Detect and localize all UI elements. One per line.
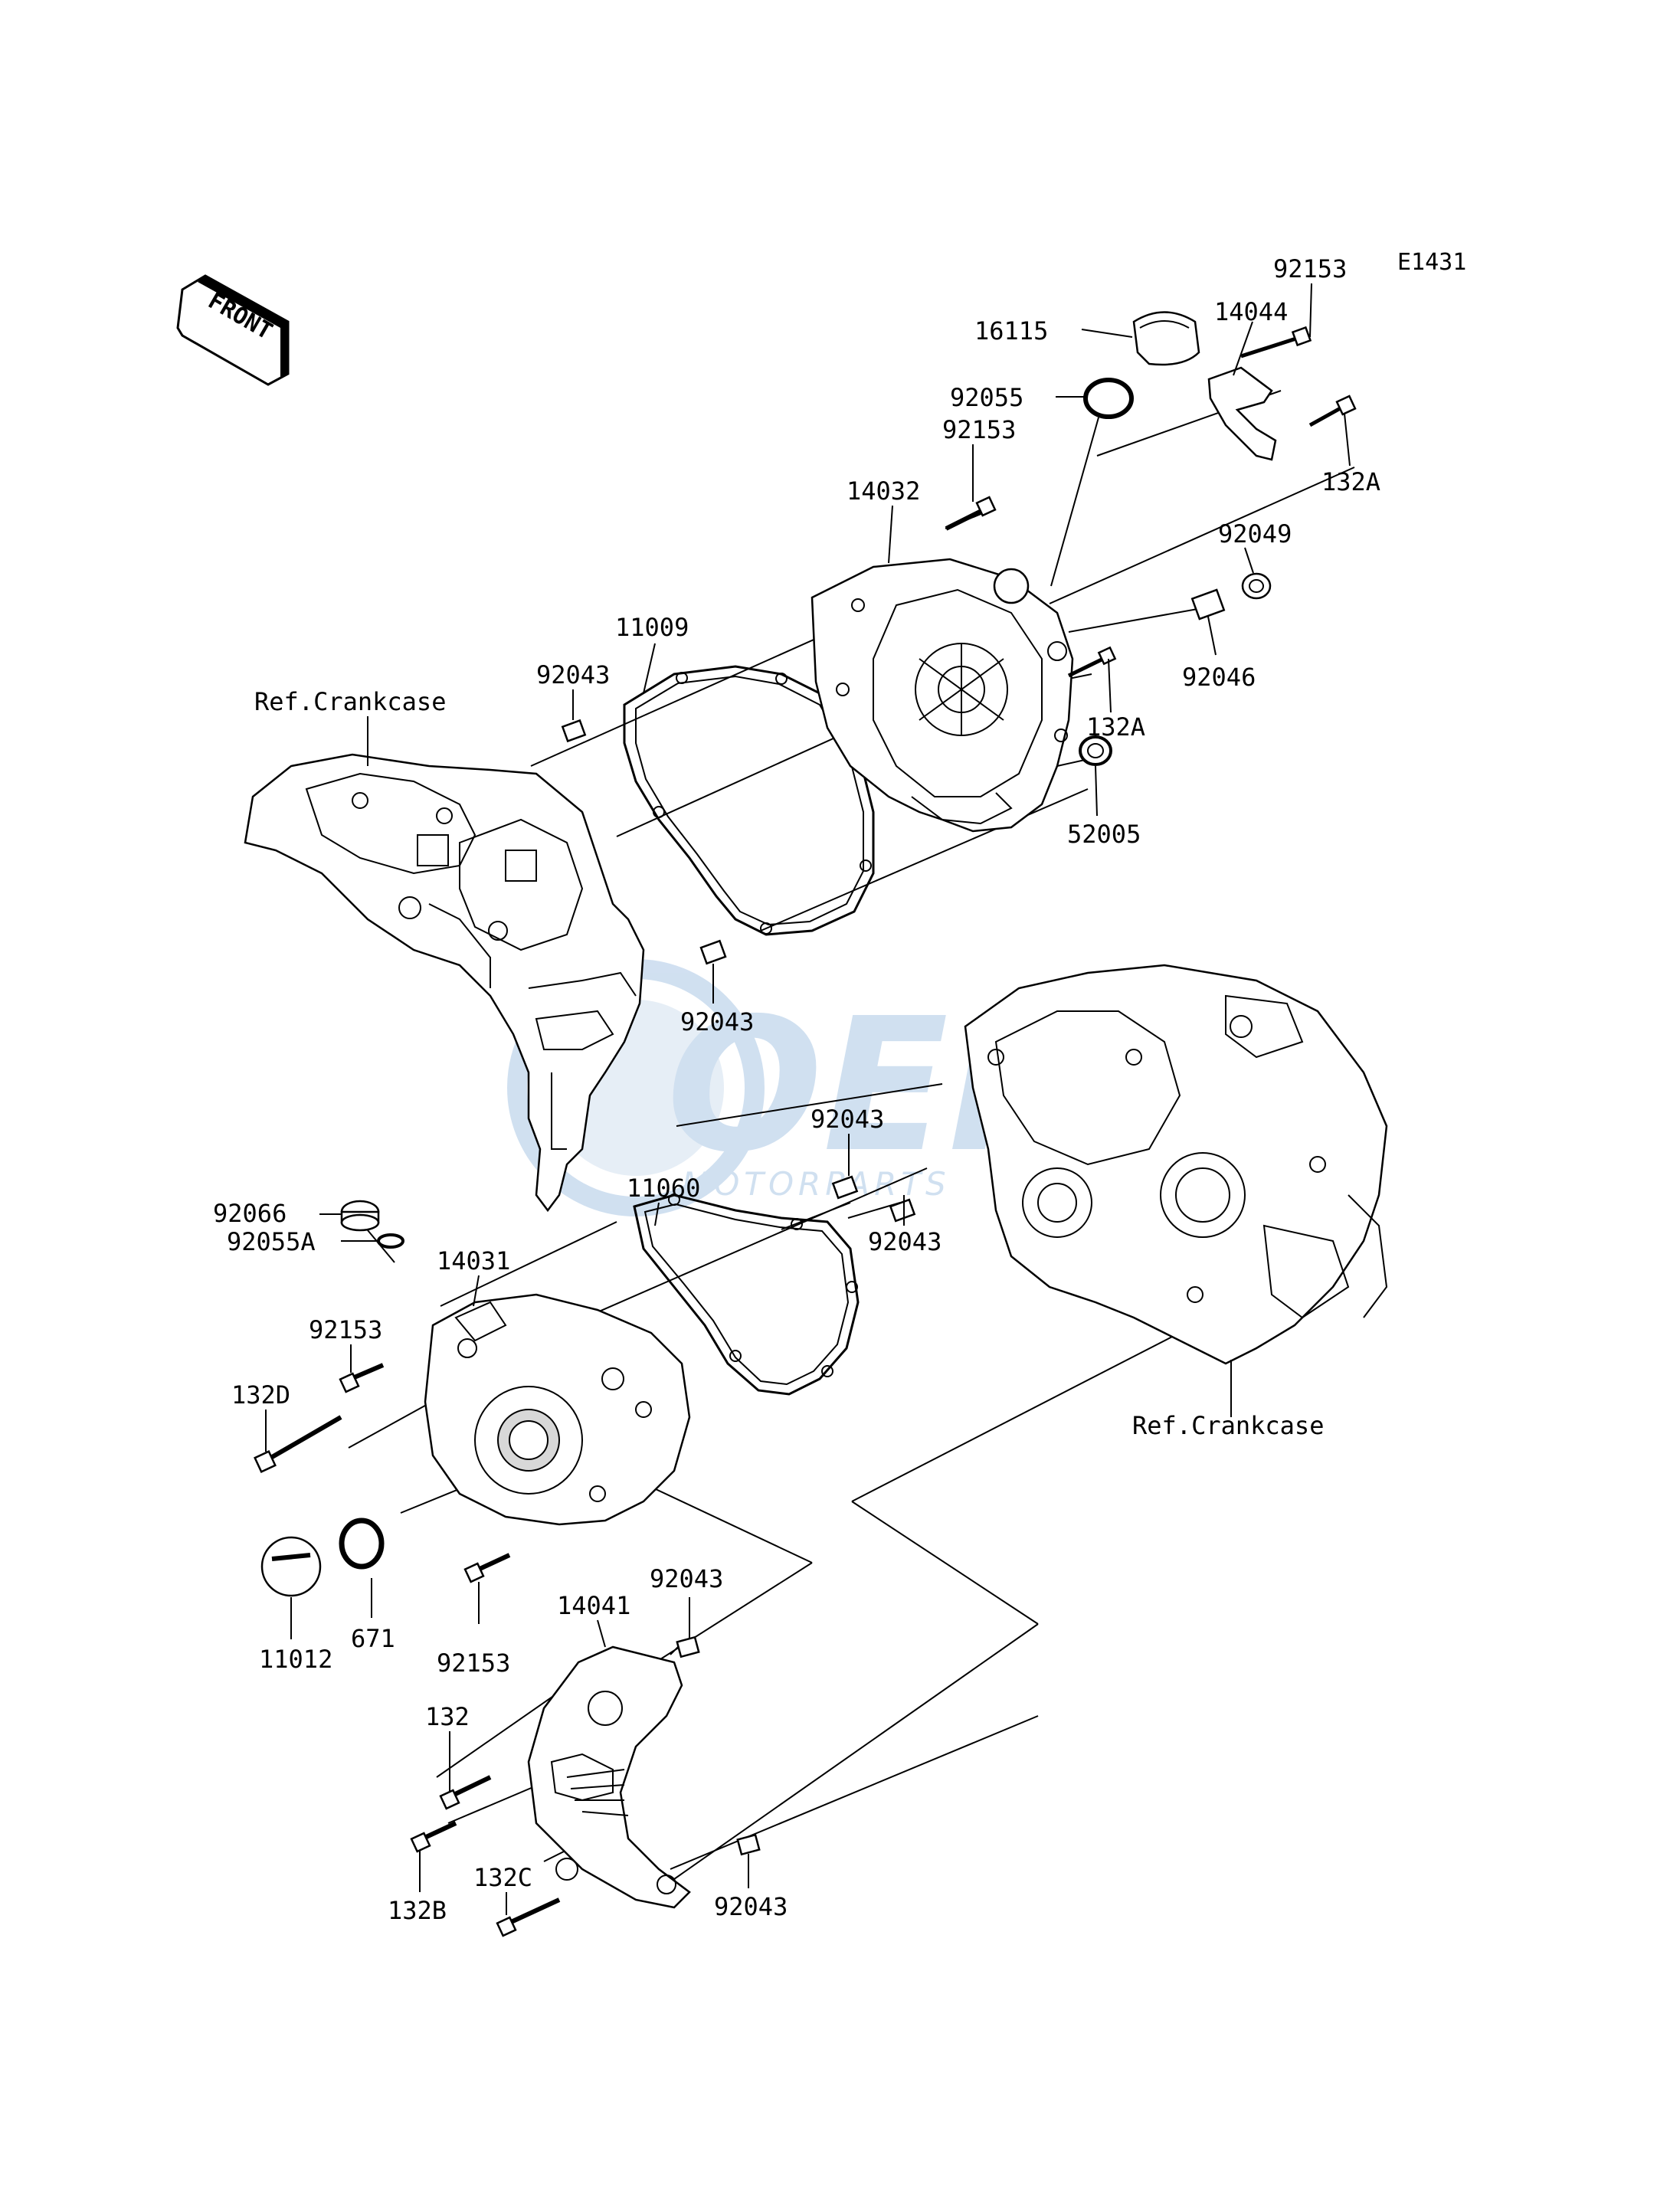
- bolt-92153-b: [945, 496, 997, 531]
- label-132C: 132C: [473, 1863, 532, 1892]
- label-14044: 14044: [1214, 297, 1288, 326]
- label-11012: 11012: [259, 1645, 332, 1674]
- bolt-92153-c: [339, 1363, 385, 1393]
- label-11060: 11060: [627, 1174, 700, 1203]
- label-92049: 92049: [1218, 519, 1292, 548]
- bolt-132B: [410, 1821, 457, 1853]
- o-ring-92055A: [377, 1233, 404, 1249]
- bolt-132: [439, 1775, 492, 1810]
- bolt-92153-d: [463, 1553, 511, 1583]
- label-132A-mid: 132A: [1086, 712, 1145, 742]
- label-92153-b: 92153: [942, 415, 1016, 444]
- dowel-92043-f: [736, 1833, 761, 1856]
- label-11009: 11009: [615, 613, 689, 642]
- label-92153-c: 92153: [309, 1315, 382, 1344]
- crankcase-upper-ref: [244, 753, 645, 1213]
- label-52005: 52005: [1067, 820, 1141, 849]
- leader-lines: [265, 283, 1351, 1915]
- label-92055: 92055: [950, 383, 1023, 412]
- dowel-92043-a: [561, 719, 587, 743]
- dowel-92043-c: [831, 1175, 859, 1200]
- label-14031: 14031: [437, 1246, 510, 1275]
- nut-92046: [1190, 588, 1226, 620]
- label-92043-c: 92043: [811, 1105, 884, 1134]
- label-16115: 16115: [974, 316, 1048, 345]
- label-132: 132: [425, 1702, 470, 1731]
- label-92055A: 92055A: [227, 1227, 316, 1256]
- label-92043-a: 92043: [536, 660, 610, 689]
- bracket-14044: [1207, 366, 1277, 461]
- label-132B: 132B: [388, 1896, 447, 1925]
- clutch-cover-14032: [811, 558, 1074, 833]
- label-92046: 92046: [1182, 663, 1256, 692]
- watermark-subtitle: MOTORPARTS: [682, 1165, 951, 1203]
- sprocket-cover-14041: [527, 1645, 691, 1909]
- generator-cover-14031: [424, 1293, 691, 1526]
- label-92066: 92066: [213, 1199, 287, 1228]
- washer-92049: [1241, 572, 1272, 600]
- dowel-92043-e: [676, 1635, 700, 1658]
- front-arrow-icon: FRONT: [176, 274, 290, 386]
- seal-52005: [1079, 735, 1112, 766]
- callout-labels: 16115 14044 92153 92055 92153 132A 14032…: [213, 254, 1380, 1925]
- label-92043-b: 92043: [680, 1007, 754, 1036]
- label-132D: 132D: [231, 1380, 290, 1410]
- label-92043-d: 92043: [868, 1227, 942, 1256]
- plug-11012: [260, 1536, 322, 1597]
- label-14032: 14032: [847, 476, 920, 506]
- bolt-132D: [254, 1415, 342, 1473]
- label-92153-d: 92153: [437, 1649, 510, 1678]
- bolt-92153-top: [1240, 326, 1312, 359]
- o-ring-92055: [1083, 378, 1134, 419]
- plug-92066: [340, 1200, 380, 1232]
- bolt-132A-top: [1308, 395, 1357, 427]
- label-92043-e: 92043: [650, 1564, 723, 1593]
- dowel-92043-b: [699, 939, 727, 965]
- label-132A-top: 132A: [1321, 467, 1380, 496]
- dowel-92043-d: [889, 1198, 916, 1223]
- label-92153-top: 92153: [1273, 254, 1347, 283]
- gasket-11060: [633, 1193, 860, 1396]
- label-671: 671: [351, 1624, 395, 1653]
- bolt-132A-mid: [1067, 646, 1117, 678]
- diagram-code: E1431: [1397, 249, 1466, 276]
- label-ref-crankcase-top: Ref.Crankcase: [254, 687, 446, 716]
- bolt-132C: [496, 1897, 561, 1937]
- crankcase-lower-ref: [964, 964, 1388, 1365]
- o-ring-671: [339, 1518, 385, 1570]
- label-ref-crankcase-bottom: Ref.Crankcase: [1132, 1411, 1324, 1440]
- label-14041: 14041: [557, 1591, 630, 1620]
- filler-cap-16115: [1132, 311, 1200, 366]
- label-92043-f: 92043: [714, 1892, 788, 1921]
